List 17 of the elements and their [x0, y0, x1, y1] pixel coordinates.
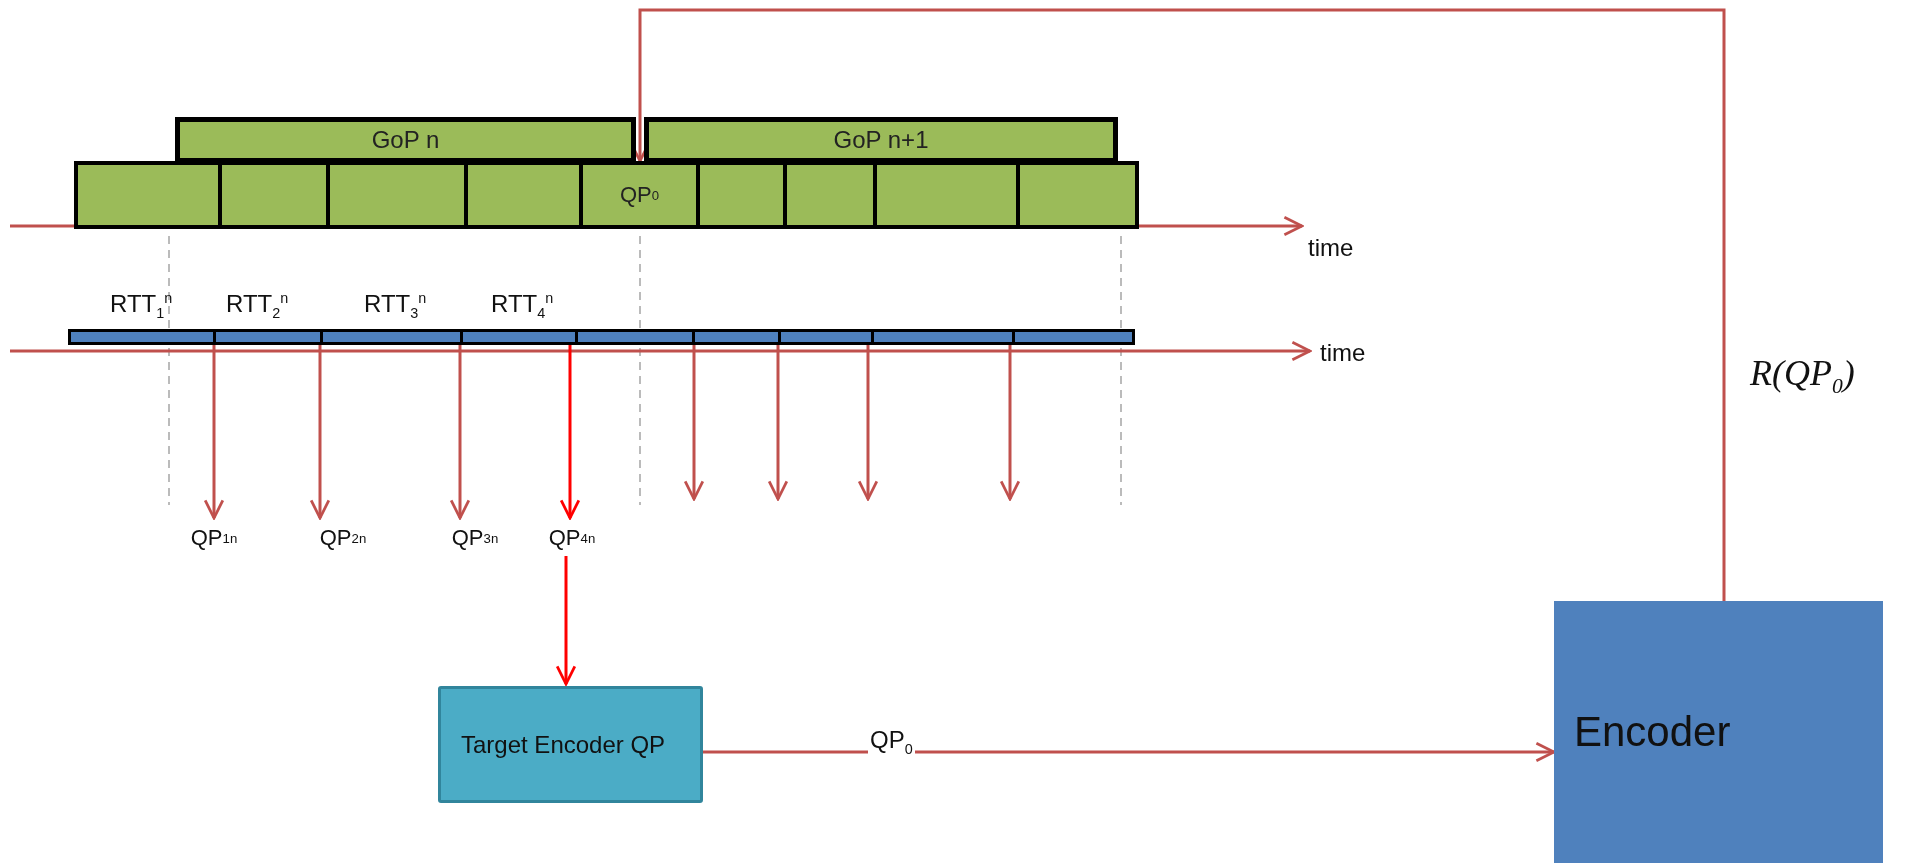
arrow: [857, 345, 879, 501]
encoder-box: Encoder: [1554, 601, 1883, 863]
arrow: [203, 345, 225, 520]
arrow: [555, 556, 577, 686]
process-box: Target Encoder QP: [438, 686, 703, 803]
arrow: [999, 345, 1021, 501]
arrow: [703, 741, 1556, 763]
arrow: [559, 345, 581, 520]
gop-bar: GoP n: [175, 117, 636, 163]
arrow: [309, 345, 331, 520]
arrow: [767, 345, 789, 501]
rtt-segment: [1012, 329, 1135, 345]
gop-bar: GoP n+1: [644, 117, 1118, 163]
arrow: [683, 345, 705, 501]
axis-label: time: [1308, 234, 1354, 262]
axis-label: time: [1320, 339, 1366, 367]
arrow: [449, 345, 471, 520]
